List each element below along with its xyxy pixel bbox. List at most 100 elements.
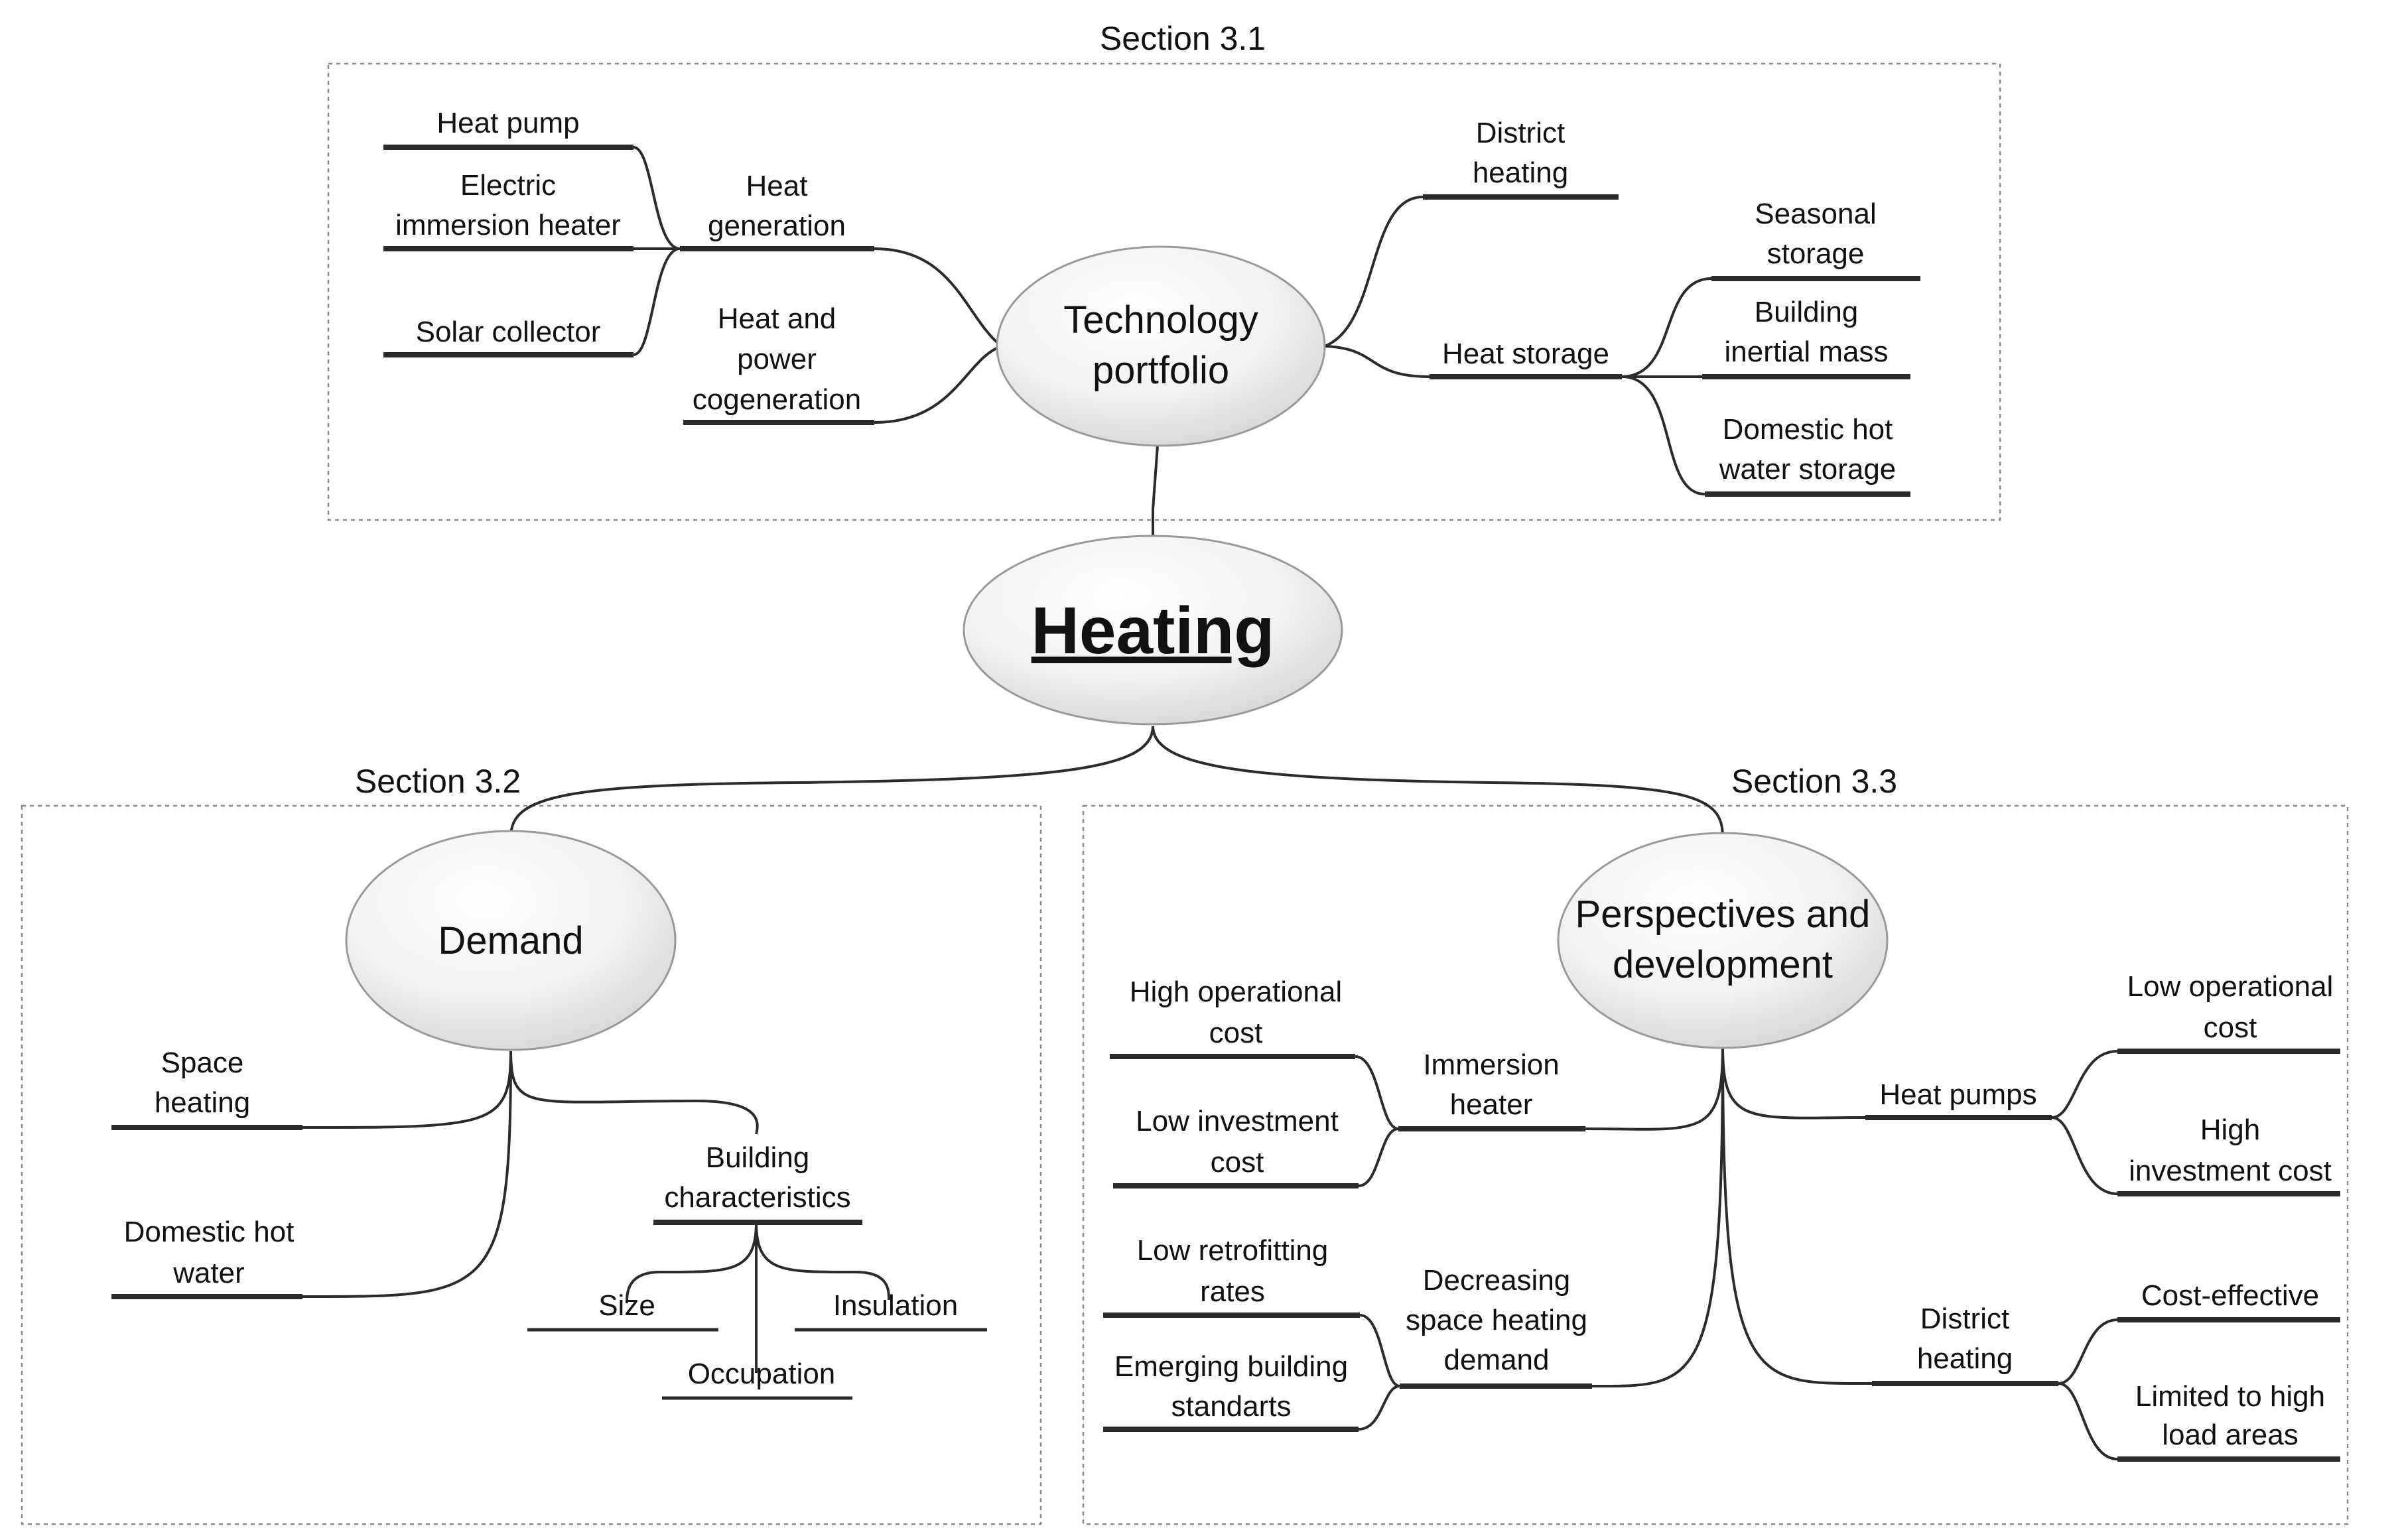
perspectives-label-line-1: development [1613, 943, 1833, 986]
connector-technology-heat-generation [874, 247, 1003, 348]
district-heating-persp-label-line-1: heating [1917, 1342, 2013, 1375]
underlines [111, 145, 2340, 1462]
dhw-storage-label-line-1: water storage [1719, 453, 1897, 485]
low-investment-cost-left-label-line-1: cost [1211, 1146, 1264, 1179]
space-heating-label-line-1: heating [155, 1086, 250, 1119]
section-3-1-title: Section 3.1 [1100, 20, 1266, 57]
high-operational-cost-left-label: High operational cost [1130, 976, 1342, 1049]
heat-pump-label: Heat pump [436, 107, 579, 139]
decreasing-space-heating-label-line-0: Decreasing [1423, 1264, 1571, 1297]
connector-heat-pumps-high-inv [2051, 1116, 2118, 1195]
limited-to-high-load-label-line-1: load areas [2162, 1419, 2298, 1451]
technology-portfolio-label-line-1: portfolio [1093, 349, 1229, 392]
seasonal-storage-label: Seasonal storage [1755, 198, 1876, 270]
dhw-storage-label-line-0: Domestic hot [1723, 413, 1893, 446]
technology-portfolio-bubble [996, 245, 1326, 447]
connector-immersion-low-inv [1358, 1127, 1399, 1187]
electric-immersion-heater-label-line-1: immersion heater [395, 209, 621, 241]
building-characteristics-label-line-0: Building [706, 1141, 810, 1174]
connector-heat-generation-heat-pump [633, 146, 681, 250]
connector-district-cost-eff [2058, 1318, 2118, 1385]
seasonal-storage-label-line-0: Seasonal [1755, 198, 1876, 230]
emerging-building-label: Emerging building standarts [1114, 1350, 1348, 1423]
seasonal-storage-label-line-1: storage [1767, 237, 1865, 270]
district-heating-tech-label-line-0: District [1476, 117, 1565, 149]
connector-heat-generation-solar [633, 247, 681, 356]
high-investment-cost-right-label-line-1: investment cost [2129, 1155, 2332, 1187]
heat-storage-label-line-0: Heat storage [1442, 338, 1609, 370]
size-label-line-0: Size [598, 1289, 655, 1322]
district-heating-persp-label-line-0: District [1920, 1303, 2009, 1335]
high-operational-cost-left-label-line-0: High operational [1130, 976, 1342, 1008]
electric-immersion-heater-label: Electric immersion heater [395, 169, 621, 241]
chp-label-line-1: power [737, 343, 817, 375]
connector-technology-chp [874, 345, 1002, 424]
high-investment-cost-right-label-line-0: High [2200, 1114, 2261, 1146]
connector-demand-building [509, 1051, 759, 1135]
high-investment-cost-right-label: High investment cost [2129, 1114, 2332, 1187]
connector-heat-storage-dhw [1621, 375, 1705, 495]
domestic-hot-water-label-line-1: water [172, 1257, 245, 1289]
heating-root-bubble [963, 535, 1343, 726]
connector-perspectives-decreasing [1591, 1047, 1724, 1388]
section-3-3-title: Section 3.3 [1731, 763, 1897, 800]
connector-immersion-high-op [1355, 1055, 1399, 1130]
demand-bubble [345, 830, 677, 1051]
connector-technology-heat-storage [1324, 345, 1430, 378]
low-retrofitting-label-line-0: Low retrofitting [1137, 1234, 1329, 1267]
building-characteristics-label-line-1: characteristics [664, 1181, 850, 1214]
district-heating-persp-label: District heating [1917, 1303, 2013, 1375]
root-label: Heating [1032, 594, 1275, 668]
occupation-label: Occupation [688, 1358, 836, 1390]
high-operational-cost-left-label-line-1: cost [1209, 1017, 1263, 1049]
emerging-building-label-line-0: Emerging building [1114, 1350, 1348, 1383]
immersion-heater-label-line-0: Immersion [1423, 1049, 1559, 1081]
connector-perspectives-heat-pumps [1721, 1047, 1866, 1120]
emerging-building-label-line-1: standarts [1171, 1390, 1292, 1423]
cost-effective-label-line-0: Cost-effective [2141, 1279, 2319, 1312]
decreasing-space-heating-label-line-1: space heating [1406, 1304, 1587, 1336]
section-3-3-frame [1082, 804, 2349, 1525]
space-heating-label-line-0: Space [161, 1047, 244, 1079]
insulation-label: Insulation [833, 1289, 958, 1322]
low-operational-cost-right-label-line-0: Low operational [2127, 970, 2334, 1003]
technology-portfolio-label: Technology portfolio [1063, 298, 1258, 392]
connector-decreasing-low-retro [1359, 1314, 1400, 1387]
low-investment-cost-left-label-line-0: Low investment [1136, 1105, 1339, 1137]
section-3-1-frame [327, 62, 2001, 521]
dhw-storage-label: Domestic hot water storage [1719, 413, 1897, 485]
building-characteristics-label: Building characteristics [664, 1141, 850, 1214]
connectors [302, 146, 2118, 1460]
low-investment-cost-left-label: Low investment cost [1136, 1105, 1339, 1179]
domestic-hot-water-label-line-0: Domestic hot [124, 1216, 295, 1248]
limited-to-high-load-label: Limited to high load areas [2135, 1380, 2325, 1451]
heat-storage-label: Heat storage [1442, 338, 1609, 370]
connector-district-limited [2058, 1382, 2118, 1460]
heat-pumps-label-line-0: Heat pumps [1879, 1078, 2036, 1111]
building-inertial-mass-label-line-0: Building [1755, 296, 1859, 328]
electric-immersion-heater-label-line-0: Electric [460, 169, 556, 202]
low-retrofitting-label-line-1: rates [1200, 1275, 1265, 1308]
district-heating-tech-label-line-1: heating [1473, 157, 1568, 189]
connector-building-size [626, 1222, 758, 1304]
connector-heat-storage-seasonal [1621, 277, 1712, 378]
insulation-label-line-0: Insulation [833, 1289, 958, 1322]
limited-to-high-load-label-line-0: Limited to high [2135, 1380, 2325, 1413]
decreasing-space-heating-label-line-2: demand [1443, 1344, 1549, 1376]
connector-demand-space [302, 1051, 512, 1129]
technology-portfolio-label-line-0: Technology [1063, 298, 1258, 342]
space-heating-label: Space heating [155, 1047, 250, 1119]
connector-perspectives-district [1721, 1047, 1873, 1385]
heat-pumps-label: Heat pumps [1879, 1078, 2036, 1111]
connector-demand-dhw [302, 1051, 512, 1299]
demand-label-line-0: Demand [438, 919, 583, 962]
heat-generation-label-line-0: Heat [746, 170, 808, 202]
chp-label-line-0: Heat and [718, 302, 836, 335]
